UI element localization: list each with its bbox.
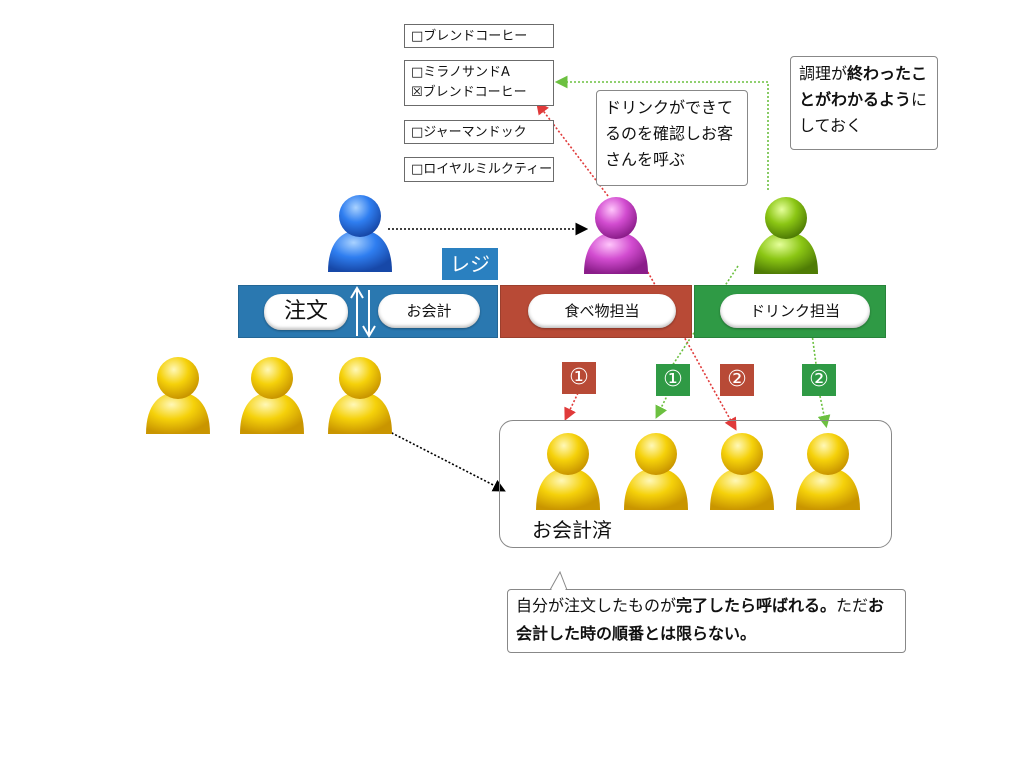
ticket-line: □ロイヤルミルクティー bbox=[411, 162, 553, 177]
ticket-line: □ジャーマンドック bbox=[411, 125, 527, 140]
person-customer-paid-2 bbox=[624, 433, 688, 510]
person-customer-paid-3 bbox=[710, 433, 774, 510]
drink-step-1-label: ① bbox=[663, 367, 683, 392]
callout-drink-check: ドリンクができてるのを確認しお客さんを呼ぶ bbox=[596, 90, 748, 186]
callout-drink-check-text: ドリンクができてるのを確認しお客さんを呼ぶ bbox=[605, 98, 734, 169]
callout-cook-done: 調理が終わったことがわかるようにしておく bbox=[790, 56, 938, 150]
food-step-2-badge: ② bbox=[720, 364, 754, 396]
order-label: 注文 bbox=[283, 299, 328, 324]
ticket-line: ☒ブレンドコーヒー bbox=[411, 85, 527, 100]
drink-step-2-badge: ② bbox=[802, 364, 836, 396]
drink-station-pill: ドリンク担当 bbox=[720, 294, 870, 328]
person-food-staff bbox=[584, 197, 648, 274]
food-station-label: 食べ物担当 bbox=[564, 302, 640, 320]
order-ticket-2: □ミラノサンドA ☒ブレンドコーヒー bbox=[404, 60, 554, 106]
person-customer-paid-1 bbox=[536, 433, 600, 510]
person-drink-staff bbox=[754, 197, 818, 274]
food-station-pill: 食べ物担当 bbox=[528, 294, 676, 328]
arrow-drink-badge-1 bbox=[655, 393, 669, 419]
callout-bottom-text-2: 完了したら呼ばれる。 bbox=[676, 596, 837, 615]
callout-bottom-text-1: 自分が注文したものが bbox=[516, 596, 677, 615]
drink-step-2-label: ② bbox=[809, 367, 829, 392]
food-step-2-label: ② bbox=[727, 367, 747, 392]
callout-cook-done-prefix: 調理が bbox=[799, 64, 848, 83]
arrow-customer-to-paid bbox=[387, 430, 506, 492]
person-customer-waiting-3 bbox=[328, 357, 392, 434]
drink-station-label: ドリンク担当 bbox=[749, 302, 840, 320]
callout-bottom-text-3: ただ bbox=[836, 596, 869, 615]
ticket-line: □ミラノサンドA bbox=[411, 65, 510, 80]
arrow-drink-to-ticket bbox=[554, 75, 769, 190]
arrow-food-to-ticket bbox=[536, 101, 609, 197]
food-step-1-label: ① bbox=[569, 365, 589, 390]
checkout-pill: お会計 bbox=[378, 294, 480, 328]
person-customer-paid-4 bbox=[796, 433, 860, 510]
person-customer-waiting-2 bbox=[240, 357, 304, 434]
ticket-line: □ブレンドコーヒー bbox=[411, 29, 528, 44]
callout-bottom-text-4: お会計した時の順番とは限らない。 bbox=[516, 596, 885, 643]
callout-cook-done-suffix: にしておく bbox=[799, 90, 928, 135]
register-label: レジ bbox=[450, 252, 490, 276]
arrow-food-badge-1 bbox=[564, 392, 579, 421]
person-customer-waiting-1 bbox=[146, 357, 210, 434]
paid-area bbox=[499, 420, 892, 548]
callout-bottom: 自分が注文したものが完了したら呼ばれる。ただお会計した時の順番とは限らない。 bbox=[507, 589, 906, 653]
register-tag: レジ bbox=[442, 248, 498, 280]
callout-cook-done-bold: 終わったことがわかるよう bbox=[799, 64, 928, 109]
order-ticket-4: □ロイヤルミルクティー bbox=[404, 157, 554, 182]
person-cashier bbox=[328, 195, 392, 272]
paid-area-label: お会計済 bbox=[532, 518, 612, 542]
order-ticket-1: □ブレンドコーヒー bbox=[404, 24, 554, 48]
food-step-1-badge: ① bbox=[562, 362, 596, 394]
arrow-drink-to-badge-2 bbox=[811, 333, 817, 365]
order-pill: 注文 bbox=[264, 294, 348, 330]
checkout-label: お会計 bbox=[406, 302, 452, 320]
drink-step-1-badge: ① bbox=[656, 364, 690, 396]
order-ticket-3: □ジャーマンドック bbox=[404, 120, 554, 144]
